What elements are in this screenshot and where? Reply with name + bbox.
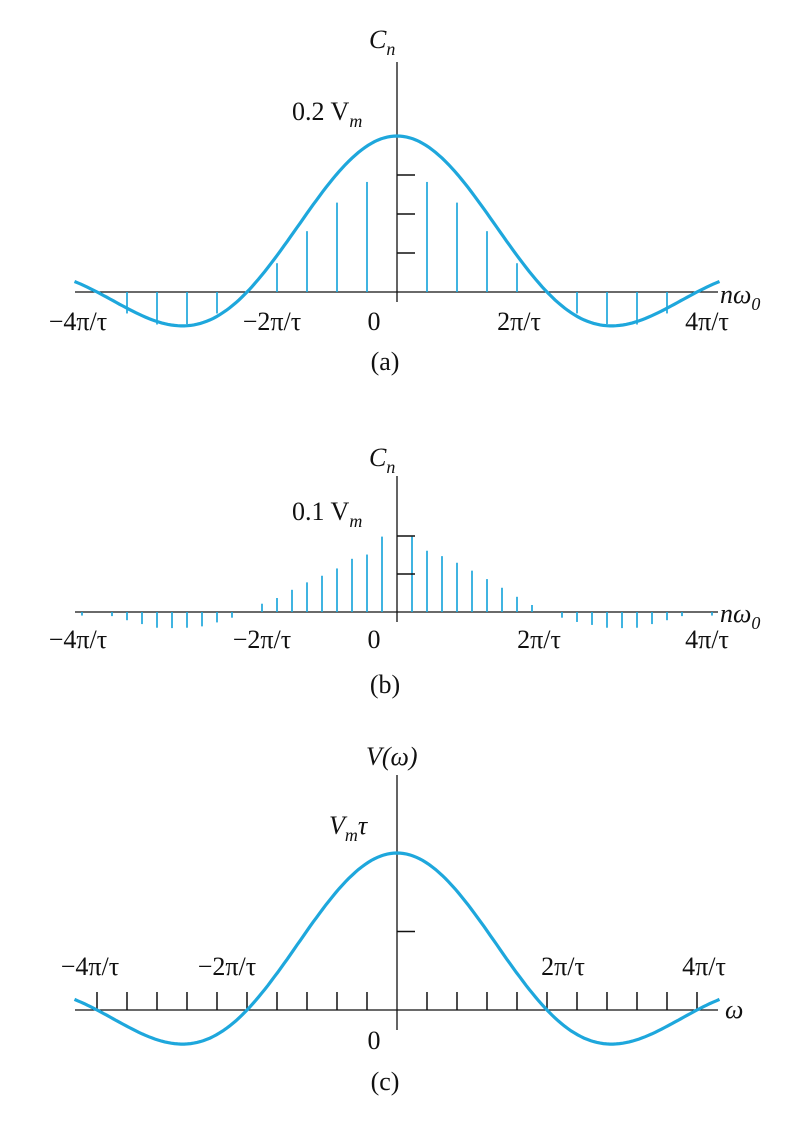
panel-c-x-label: ω xyxy=(725,995,743,1024)
panel-c-tick-label: 2π/τ xyxy=(541,952,585,981)
panel-a-y-label: Cn xyxy=(369,25,395,59)
panel-a-stems xyxy=(126,181,668,325)
panel-a-tick-label: 4π/τ xyxy=(685,307,729,336)
panel-b: Cn 0.1 Vm nω0 −4π/τ −2π/τ 0 2π/τ 4π/τ (b… xyxy=(49,443,761,699)
panel-a-tick-label: 2π/τ xyxy=(497,307,541,336)
panel-b-y-label: Cn xyxy=(369,443,395,477)
panel-c-spectrum-curve xyxy=(73,851,721,1046)
panel-b-tick-label: −2π/τ xyxy=(233,625,291,654)
panel-b-caption: (b) xyxy=(370,670,400,699)
panel-c: V(ω) Vmτ ω −4π/τ −2π/τ 2π/τ 4π/τ 0 (c) xyxy=(61,742,744,1096)
panel-a-y-ticks xyxy=(397,174,415,254)
panel-b-tick-label: −4π/τ xyxy=(49,625,107,654)
panel-c-tick-label: −2π/τ xyxy=(198,952,256,981)
panel-b-tick-label: 4π/τ xyxy=(685,625,729,654)
panel-b-tick-label: 0 xyxy=(368,625,381,654)
panel-c-x-minor-ticks xyxy=(96,992,698,1010)
panel-c-zero-label: 0 xyxy=(368,1026,381,1055)
panel-a-peak-label: 0.2 Vm xyxy=(292,97,362,131)
panel-a-envelope-curve xyxy=(73,134,721,328)
panel-a-tick-label: 0 xyxy=(368,307,381,336)
panel-c-tick-label: −4π/τ xyxy=(61,952,119,981)
panel-b-x-label: nω0 xyxy=(720,599,760,633)
panel-c-tick-label: 4π/τ xyxy=(682,952,726,981)
panel-a-caption: (a) xyxy=(371,347,400,376)
panel-b-peak-label: 0.1 Vm xyxy=(292,497,362,531)
panel-a-x-label: nω0 xyxy=(720,280,760,314)
panel-a: Cn 0.2 Vm nω0 −4π/τ −2π/τ 0 2π/τ 4π/τ (a… xyxy=(49,25,761,376)
panel-a-tick-label: −4π/τ xyxy=(49,307,107,336)
panel-c-caption: (c) xyxy=(371,1067,400,1096)
panel-c-peak-label: Vmτ xyxy=(329,811,369,845)
panel-c-y-label: V(ω) xyxy=(366,742,418,771)
panel-b-tick-label: 2π/τ xyxy=(517,625,561,654)
panel-b-y-ticks xyxy=(397,535,415,575)
panel-a-tick-label: −2π/τ xyxy=(243,307,301,336)
